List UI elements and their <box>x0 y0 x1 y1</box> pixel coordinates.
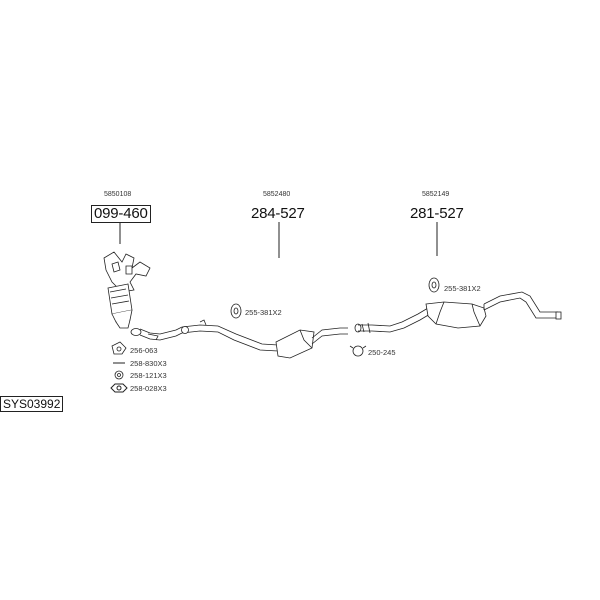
fitting-label-mount-front[interactable]: 255-381X2 <box>245 308 282 317</box>
kit-label-nut[interactable]: 258-028X3 <box>130 384 167 393</box>
kit-label-washer[interactable]: 258-121X3 <box>130 371 167 380</box>
washer-icon <box>114 370 124 380</box>
system-id-label: SYS03992 <box>0 396 64 412</box>
clamp-icon <box>349 345 367 357</box>
assembly-part-number-1[interactable]: 099-460 <box>91 205 151 223</box>
rubber-mount-rear-icon <box>428 277 440 293</box>
kit-label-stud-bolt[interactable]: 258-830X3 <box>130 359 167 368</box>
rubber-mount-front-icon <box>230 303 242 319</box>
fitting-label-mount-rear[interactable]: 255-381X2 <box>444 284 481 293</box>
assembly-ref-3: 5852149 <box>422 191 450 198</box>
assembly-part-number-3[interactable]: 281-527 <box>410 205 464 222</box>
gasket-icon <box>111 341 127 355</box>
centre-silencer <box>275 327 348 359</box>
assembly-part-number-2[interactable]: 284-527 <box>251 205 305 222</box>
exhaust-manifold-catalytic-converter <box>103 251 151 329</box>
kit-label-gasket[interactable]: 256-063 <box>130 346 158 355</box>
fitting-label-clamp[interactable]: 250-245 <box>368 348 396 357</box>
nut-icon <box>110 383 128 393</box>
rear-silencer <box>425 291 562 329</box>
assembly-ref-2: 5852480 <box>263 191 291 198</box>
front-pipe <box>130 319 279 352</box>
rear-pipe <box>354 307 431 334</box>
assembly-ref-1: 5850108 <box>104 191 132 198</box>
